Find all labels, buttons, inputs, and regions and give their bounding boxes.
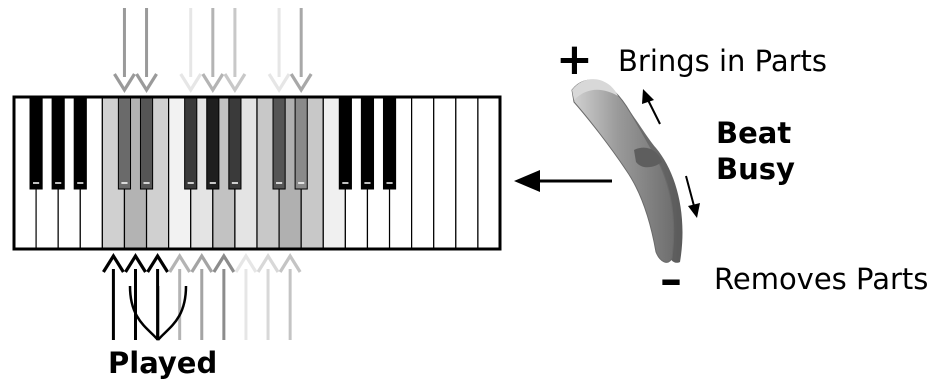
black-key-12 [382,96,397,190]
top-arrows [113,8,313,94]
bottom-arrow-4 [190,252,214,340]
knob-to-keyboard-arrow [514,170,612,192]
black-key-10 [338,96,352,190]
top-arrow-3 [201,8,225,94]
white-key-18 [411,96,435,250]
bottom-arrow-6 [234,252,258,340]
bottom-arrow-0 [102,252,125,340]
minus-sign: – [660,254,682,305]
white-key-19 [433,96,457,250]
black-key-11 [360,96,375,190]
top-arrow-4 [223,8,247,94]
down-motion-arrow [685,175,700,218]
black-keys [29,96,397,190]
black-key-0 [29,96,43,190]
black-key-4 [139,96,154,190]
beat-busy-knob [571,79,683,263]
black-key-1 [51,96,65,190]
played-label: Played [108,346,218,380]
knob-label-beat: Beat [716,116,792,150]
keyboard-frame [12,95,502,251]
bottom-arrows [102,252,302,340]
black-key-5 [184,96,198,190]
black-key-9 [294,96,308,190]
piano-keyboard [12,95,502,251]
black-key-3 [117,96,132,190]
played-branch-lines [128,285,188,341]
plus-sign: + [556,34,593,85]
bottom-arrow-1 [124,252,147,340]
top-arrow-0 [113,8,136,94]
white-keys [13,96,501,250]
bottom-arrow-5 [212,252,236,340]
white-key-21 [477,96,501,250]
black-key-8 [272,96,286,190]
black-key-7 [228,96,242,190]
removes-parts-label: Removes Parts [714,262,929,296]
bottom-arrow-8 [278,252,302,340]
brings-in-parts-label: Brings in Parts [618,44,828,78]
black-key-6 [206,96,220,190]
top-arrow-1 [135,8,158,94]
top-arrow-5 [267,8,291,94]
up-motion-arrow [642,89,661,125]
bottom-arrow-3 [168,252,192,340]
knob-label-busy: Busy [716,152,795,186]
top-arrow-2 [179,8,203,94]
top-arrow-6 [289,8,313,94]
bottom-arrow-7 [256,252,280,340]
white-key-20 [455,96,479,250]
black-key-2 [73,96,87,190]
